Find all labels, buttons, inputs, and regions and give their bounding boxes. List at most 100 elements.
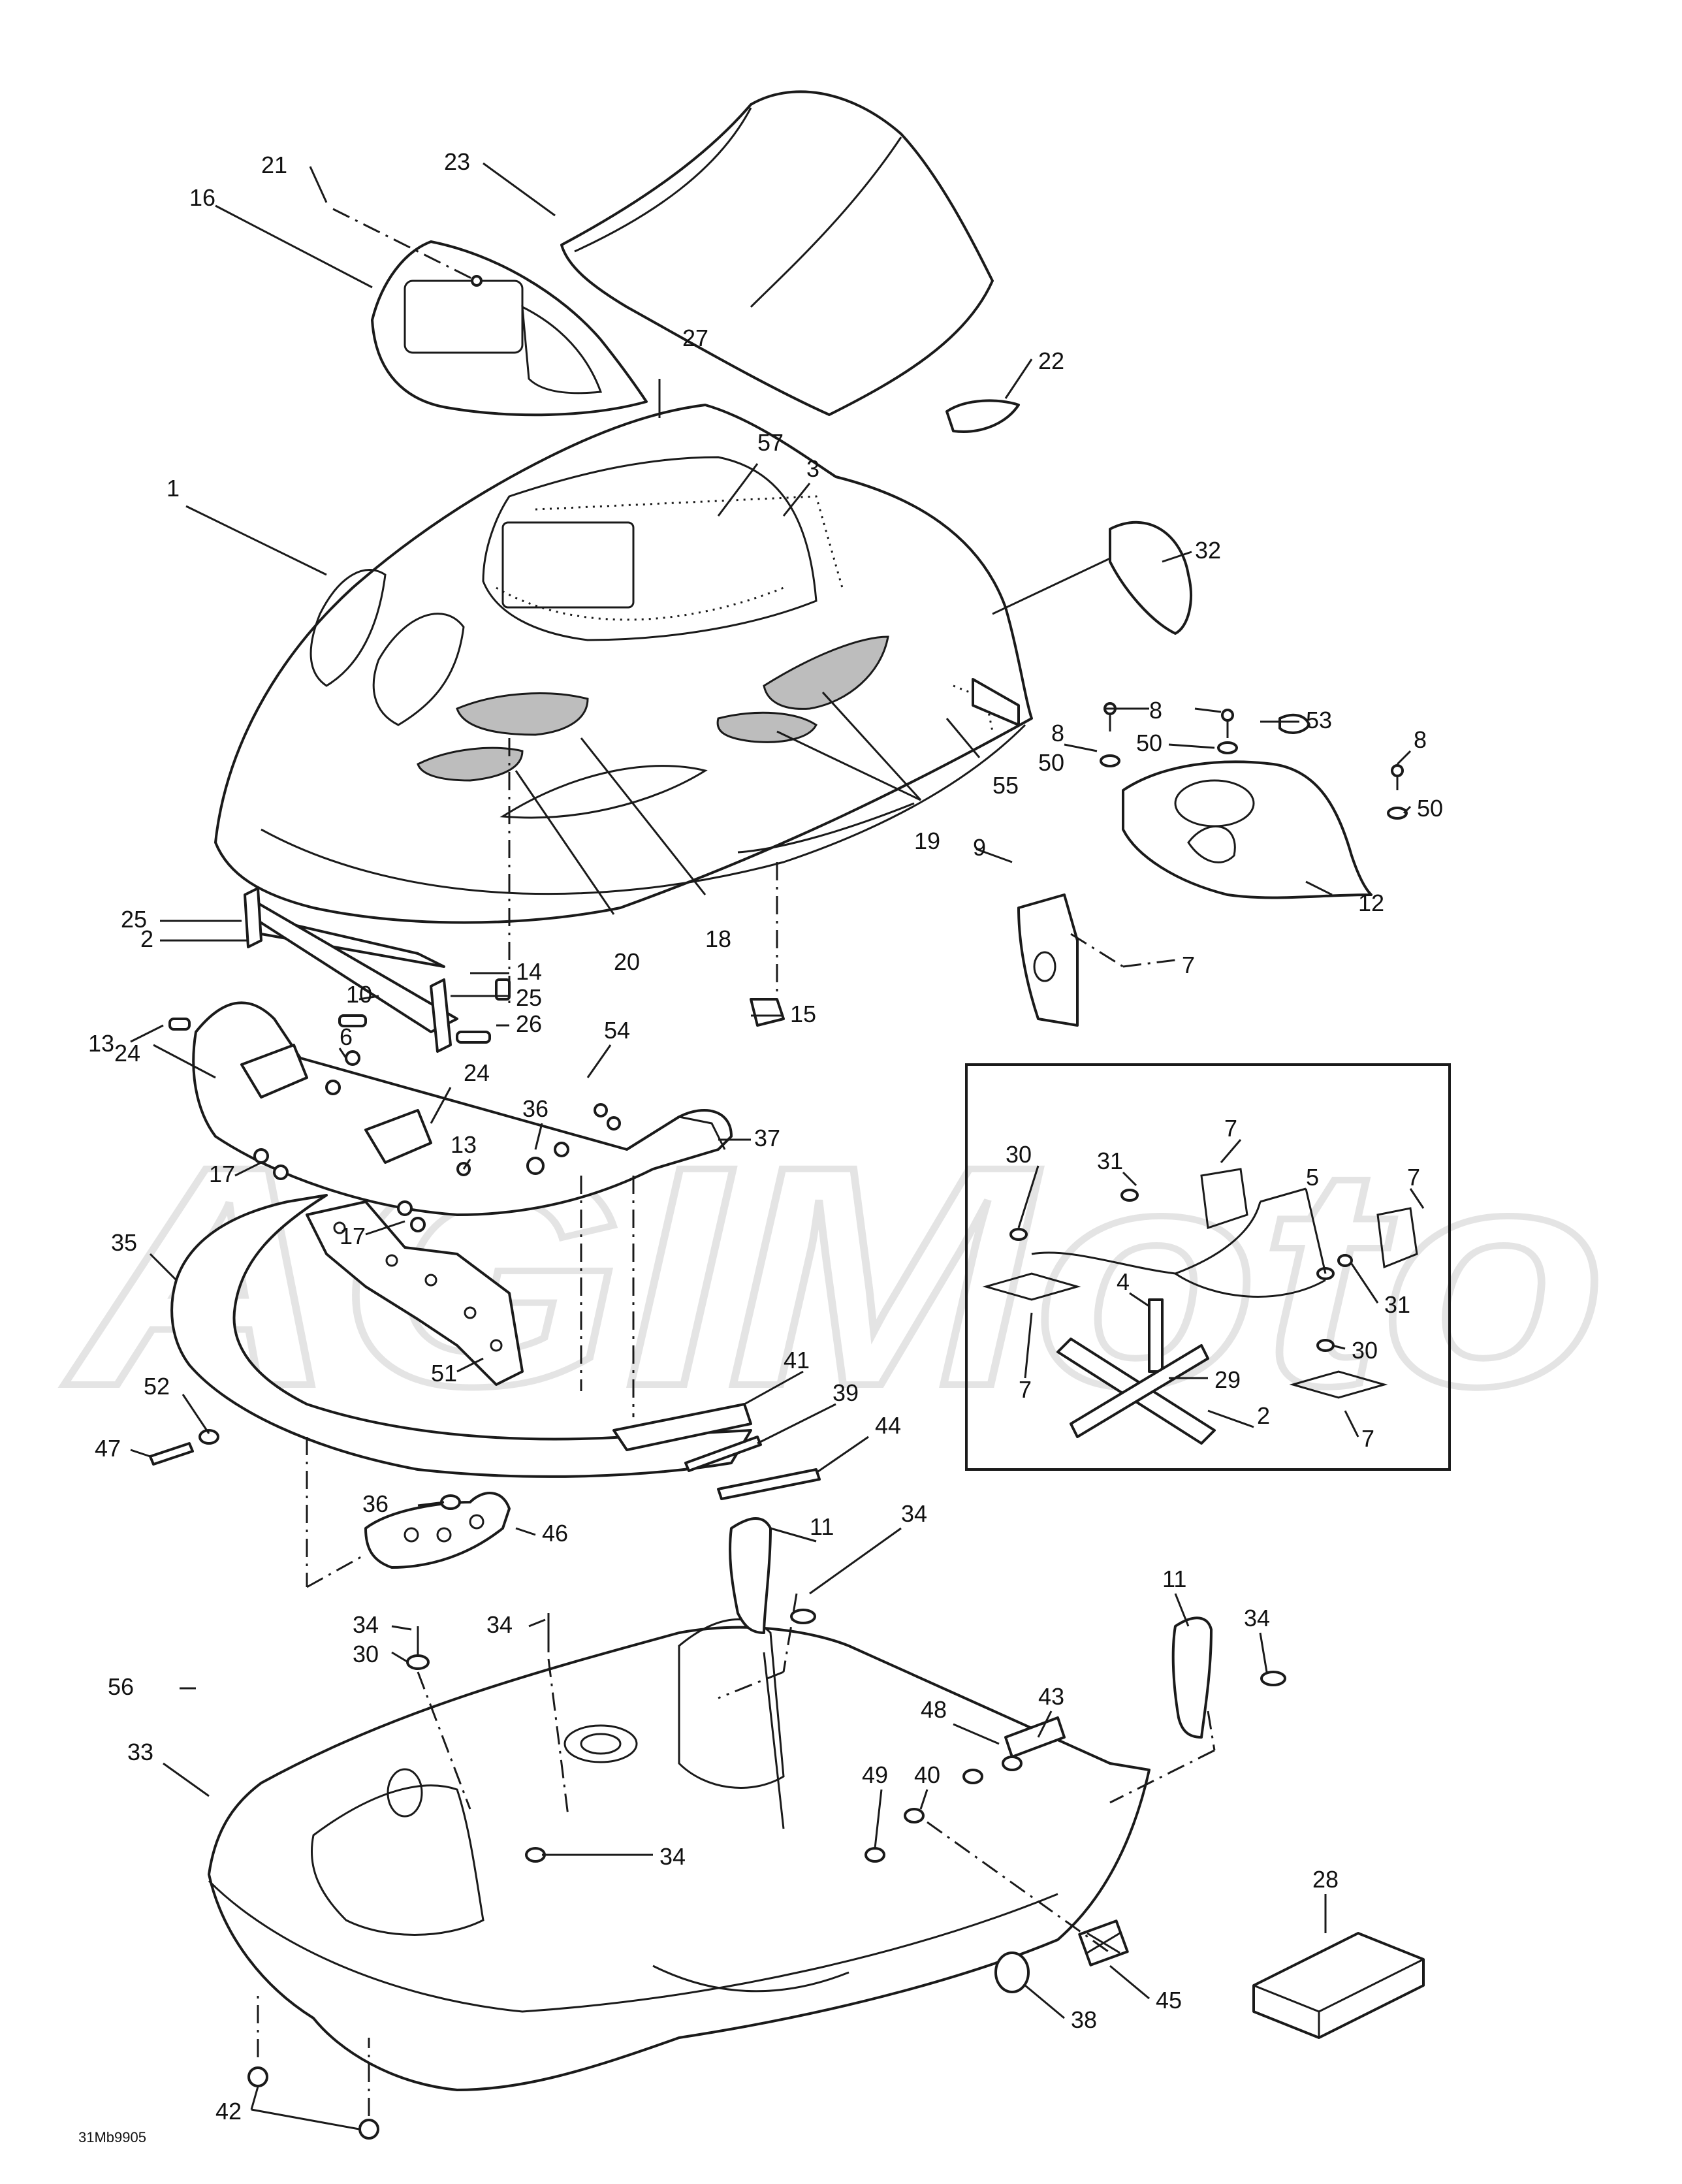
- callout-labels: 21 16 23 22 27 57 3 1 32 8 8 53 8 50 50 …: [88, 148, 1443, 2125]
- callout-43: 43: [1038, 1683, 1064, 1710]
- inset-callout-5: 5: [1306, 1164, 1319, 1191]
- callout-2a: 2: [140, 925, 153, 952]
- inset-callout-7c: 7: [1019, 1376, 1032, 1403]
- dash-part-37[interactable]: [192, 1001, 733, 1216]
- callout-21: 21: [261, 152, 287, 178]
- bolt-part-39[interactable]: [684, 1436, 762, 1472]
- callout-34b: 34: [353, 1611, 379, 1638]
- callout-20: 20: [614, 948, 640, 975]
- inset-callout-4: 4: [1117, 1268, 1130, 1295]
- inset-box: [965, 1063, 1451, 1471]
- plug-part-53[interactable]: [1278, 713, 1310, 734]
- callout-36b: 36: [362, 1490, 389, 1517]
- callout-34e: 34: [659, 1843, 686, 1870]
- inset-spring-part-4[interactable]: [1148, 1298, 1164, 1373]
- callout-39: 39: [833, 1379, 859, 1406]
- fasteners-bottom: [247, 1609, 1286, 2140]
- drawing-code: 31Mb9905: [78, 2129, 146, 2145]
- callout-45: 45: [1156, 1987, 1182, 2014]
- inset-callout-7b: 7: [1407, 1164, 1420, 1191]
- callout-7a: 7: [1182, 952, 1195, 978]
- callout-9: 9: [973, 834, 986, 861]
- callout-36a: 36: [522, 1095, 548, 1122]
- trim-part-43[interactable]: [1004, 1716, 1066, 1758]
- rail-part-41[interactable]: [612, 1403, 752, 1451]
- callout-17a: 17: [209, 1161, 235, 1187]
- bottom-pan-group: [208, 1618, 1425, 2091]
- callout-34d: 34: [1244, 1605, 1270, 1631]
- side-panel-part-32[interactable]: [1109, 521, 1192, 635]
- callout-13b: 13: [451, 1131, 477, 1158]
- inset-callout-31a: 31: [1097, 1148, 1123, 1174]
- support-part-25[interactable]: [244, 887, 262, 948]
- handle-part-22[interactable]: [945, 399, 1020, 433]
- hood-small-parts: [945, 399, 1192, 635]
- console-part-16[interactable]: [371, 240, 648, 417]
- plate-part-51[interactable]: [306, 1200, 524, 1386]
- bracket-part-46[interactable]: [364, 1492, 511, 1569]
- inset-callout-30a: 30: [1006, 1141, 1032, 1168]
- brackets-11: [729, 1517, 1213, 1739]
- bracket-part-11a[interactable]: [729, 1517, 772, 1634]
- console-group: [371, 240, 648, 417]
- callout-12: 12: [1358, 890, 1384, 916]
- callout-50b: 50: [1136, 730, 1162, 756]
- callout-37: 37: [754, 1125, 780, 1151]
- leader-lines: [130, 162, 1425, 2130]
- hood-part-1[interactable]: [214, 404, 1033, 924]
- callout-13a: 13: [88, 1030, 114, 1057]
- callout-33: 33: [127, 1739, 153, 1765]
- callout-44: 44: [875, 1412, 901, 1439]
- callout-56: 56: [108, 1673, 134, 1700]
- callout-51: 51: [431, 1360, 457, 1387]
- hood-group: [214, 404, 1033, 924]
- inset-callout-29: 29: [1214, 1366, 1241, 1393]
- callout-19: 19: [914, 827, 940, 854]
- bracket-part-11b[interactable]: [1171, 1616, 1213, 1739]
- manual-part-28[interactable]: [1252, 1932, 1425, 2039]
- inset-callout-7d: 7: [1361, 1425, 1374, 1452]
- callout-32: 32: [1195, 537, 1221, 564]
- inset-callout-7a: 7: [1224, 1115, 1237, 1142]
- clip-part-15[interactable]: [750, 998, 785, 1027]
- callout-11b: 11: [1162, 1566, 1186, 1592]
- bolt-part-47[interactable]: [149, 1442, 194, 1466]
- callout-38: 38: [1071, 2006, 1097, 2033]
- inset-callout-30b: 30: [1352, 1337, 1378, 1364]
- callout-8c: 8: [1414, 726, 1427, 753]
- callout-46: 46: [542, 1520, 568, 1547]
- callout-11a: 11: [810, 1513, 834, 1540]
- bracket-part-9[interactable]: [1017, 893, 1079, 1027]
- callout-28: 28: [1312, 1866, 1339, 1893]
- small-fasteners-mid: [168, 978, 785, 1232]
- bumper-group: [149, 1194, 821, 1500]
- callout-35: 35: [111, 1229, 137, 1256]
- callout-25b: 25: [516, 984, 542, 1011]
- callout-57: 57: [757, 429, 784, 456]
- callout-48: 48: [921, 1696, 947, 1723]
- callout-55: 55: [992, 772, 1019, 799]
- silencer-part-12[interactable]: [1122, 760, 1373, 899]
- callout-50a: 50: [1038, 749, 1064, 776]
- callout-8b: 8: [1149, 697, 1162, 724]
- callout-27: 27: [682, 325, 708, 351]
- inset-callout-31b: 31: [1384, 1291, 1410, 1318]
- callout-34a: 34: [901, 1500, 927, 1527]
- callout-24a: 24: [114, 1040, 140, 1067]
- callout-25a: 25: [121, 906, 147, 933]
- windshield-part-23[interactable]: [560, 90, 994, 416]
- callout-16: 16: [189, 184, 215, 211]
- callout-1: 1: [167, 475, 180, 502]
- callout-40: 40: [914, 1761, 940, 1788]
- callout-47: 47: [95, 1435, 121, 1462]
- callout-49: 49: [862, 1761, 888, 1788]
- callout-41: 41: [784, 1347, 810, 1373]
- callout-34c: 34: [486, 1611, 513, 1638]
- bumper-part-35[interactable]: [170, 1194, 752, 1478]
- callout-53: 53: [1306, 707, 1332, 733]
- callout-23: 23: [444, 148, 470, 175]
- strip-part-44[interactable]: [717, 1468, 821, 1500]
- callout-24b: 24: [464, 1059, 490, 1086]
- air-silencer-group: [1017, 713, 1373, 1027]
